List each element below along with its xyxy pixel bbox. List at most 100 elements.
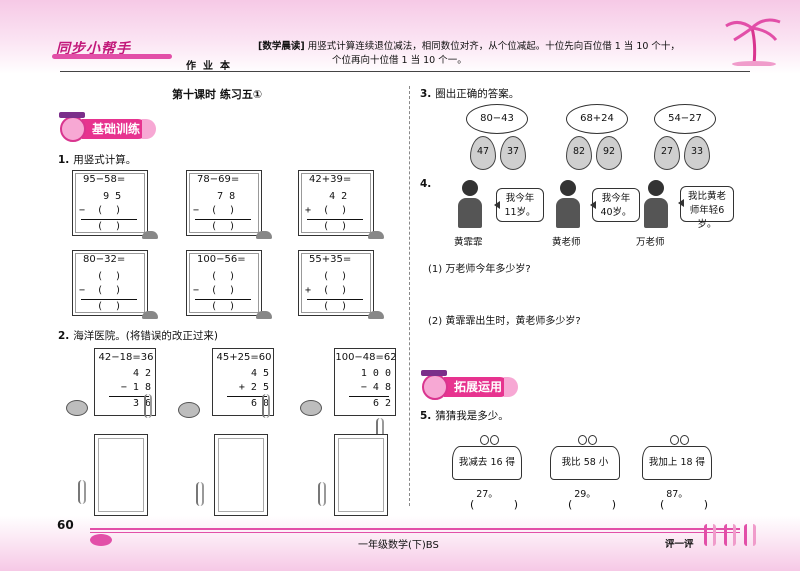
crab-icon: [256, 231, 272, 239]
hospital-line: [349, 396, 389, 397]
calc-row-1[interactable]: ( ): [193, 271, 236, 282]
hospital-row-2: + 2 5: [238, 382, 269, 393]
calc-expression: 42+39=: [309, 174, 352, 185]
grade-label: 一年级数学(下)BS: [358, 540, 439, 551]
seaweed-icon: [376, 418, 384, 442]
calc-row-2[interactable]: − ( ): [79, 205, 122, 216]
hospital-expression: 100−48=62: [335, 352, 397, 363]
seaweed-icon: [144, 394, 152, 418]
calc-line: [81, 219, 137, 220]
person-name: 黄霏霏: [454, 237, 483, 248]
teacher-figure: [642, 180, 670, 228]
hospital-row-1: 1 0 0: [360, 368, 391, 379]
morning-tip: [数学晨读] 用竖式计算连续退位减法，相同数位对齐，从个位减起。十位先向百位借 …: [258, 40, 728, 68]
hospital-row-1: 4 5: [250, 368, 269, 379]
person-name: 万老师: [636, 237, 665, 248]
section-title-basic: 基础训练: [82, 119, 149, 139]
question-number: 5.: [420, 410, 432, 422]
vertical-calc-box: 95−58= 9 5 − ( ) ( ): [72, 170, 148, 236]
question-number: 2.: [58, 330, 70, 342]
hospital-calc-box: 100−48=62 1 0 0 − 4 8 6 2: [334, 348, 397, 416]
correction-box[interactable]: [334, 434, 388, 516]
calc-row-3[interactable]: ( ): [193, 221, 236, 232]
calc-row-2[interactable]: + ( ): [305, 205, 348, 216]
hospital-expression: 45+25=60: [216, 352, 272, 363]
calc-row-3[interactable]: ( ): [79, 221, 122, 232]
calc-row-3[interactable]: ( ): [193, 301, 236, 312]
calc-inner-frame: [301, 253, 371, 313]
answer-fish[interactable]: 92: [596, 136, 622, 170]
calc-row-2[interactable]: + ( ): [305, 285, 348, 296]
riddle-sign: 我减去 16 得 27。: [452, 446, 522, 500]
vertical-calc-box: 42+39= 4 2 + ( ) ( ): [298, 170, 374, 236]
hospital-line: [109, 396, 149, 397]
calc-row-2[interactable]: − ( ): [79, 285, 122, 296]
expression-bubble: 68+24: [566, 104, 628, 134]
palm-tree-icon: [725, 18, 781, 66]
coral-icon: [724, 524, 736, 546]
calc-row-3[interactable]: ( ): [305, 301, 348, 312]
question-text: 用竖式计算。: [73, 154, 137, 166]
calc-inner-frame: [189, 253, 259, 313]
person-head: [462, 180, 478, 196]
calc-line: [307, 219, 363, 220]
seaweed-icon: [262, 394, 270, 418]
answer-fish[interactable]: 27: [654, 136, 680, 170]
teacher-figure: [554, 180, 582, 228]
footer-rule: [90, 532, 740, 533]
answer-fish[interactable]: 37: [500, 136, 526, 170]
person-name: 黄老师: [552, 237, 581, 248]
calc-inner-frame: [301, 173, 371, 233]
tip-line-2: 个位再向十位借 1 当 10 个一。: [332, 55, 467, 66]
calc-row-3[interactable]: ( ): [305, 221, 348, 232]
person-body: [644, 198, 668, 228]
eyes-icon: [578, 430, 600, 445]
octopus-icon: [300, 400, 322, 416]
header-rule: [60, 71, 750, 72]
calc-line: [195, 219, 251, 220]
hospital-row-1: 4 2: [132, 368, 151, 379]
correction-box[interactable]: [94, 434, 148, 516]
starfish-icon: [196, 482, 204, 506]
answer-blank[interactable]: ( ): [660, 498, 727, 511]
answer-fish[interactable]: 82: [566, 136, 592, 170]
person-head: [560, 180, 576, 196]
footer-rule: [90, 528, 740, 530]
crab-icon: [142, 231, 158, 239]
student-mascot-icon: [59, 112, 86, 142]
calc-row-2[interactable]: − ( ): [193, 205, 236, 216]
calc-row-1: 4 2: [305, 191, 348, 202]
hospital-row-3: 6 2: [372, 398, 391, 409]
calc-row-2[interactable]: − ( ): [193, 285, 236, 296]
crab-icon: [368, 231, 384, 239]
hospital-row-2: − 4 8: [360, 382, 391, 393]
correction-box[interactable]: [214, 434, 268, 516]
answer-blank[interactable]: ( ): [568, 498, 635, 511]
crab-icon: [178, 402, 200, 418]
logo-swoosh: [52, 54, 172, 59]
calc-row-1[interactable]: ( ): [305, 271, 348, 282]
calc-row-3[interactable]: ( ): [79, 301, 122, 312]
person-head: [648, 180, 664, 196]
expression-bubble: 80−43: [466, 104, 528, 134]
calc-inner-frame: [75, 173, 145, 233]
riddle-sign: 我加上 18 得 87。: [642, 446, 712, 500]
question-2: 2.海洋医院。(将错误的改正过来): [58, 328, 218, 343]
answer-fish[interactable]: 47: [470, 136, 496, 170]
answer-blank[interactable]: ( ): [470, 498, 537, 511]
answer-fish[interactable]: 33: [684, 136, 710, 170]
hospital-line: [227, 396, 267, 397]
question-1: 1.用竖式计算。: [58, 152, 136, 167]
sub-question-1: (1) 万老师今年多少岁?: [428, 264, 531, 275]
coral-icon: [744, 524, 756, 546]
question-text: 海洋医院。(将错误的改正过来): [73, 330, 218, 342]
question-number: 1.: [58, 154, 70, 166]
calc-row-1: 9 5: [79, 191, 122, 202]
tip-line-1: 用竖式计算连续退位减法，相同数位对齐，从个位减起。十位先向百位借 1 当 10 …: [307, 41, 680, 52]
calc-row-1[interactable]: ( ): [79, 271, 122, 282]
calc-line: [195, 299, 251, 300]
banner-tail: [142, 119, 157, 139]
lesson-title: 第十课时 练习五①: [172, 88, 263, 101]
riddle-sign: 我比 58 小 29。: [550, 446, 620, 500]
eyes-icon: [480, 430, 502, 445]
